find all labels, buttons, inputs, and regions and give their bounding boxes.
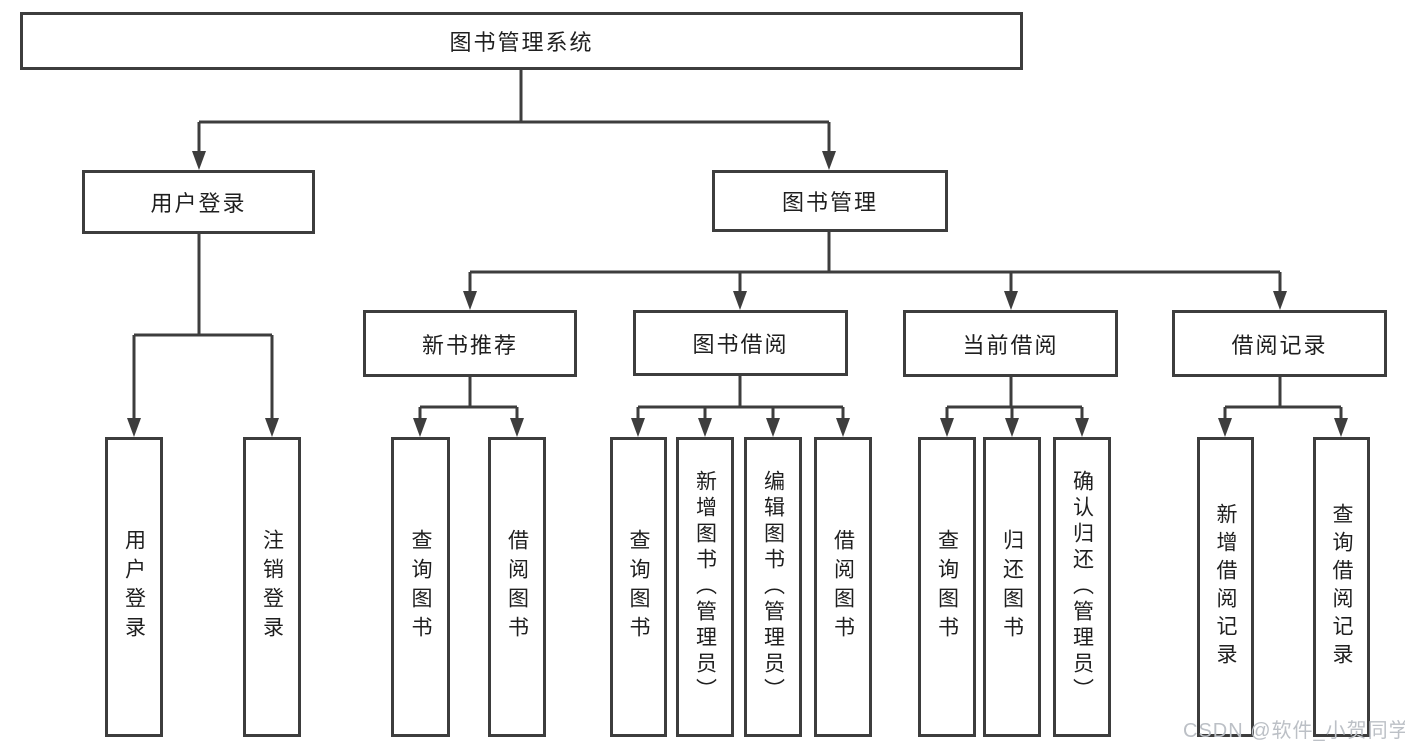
- leaf-query-book-3: 查询图书: [918, 437, 976, 737]
- leaf-query-book-2-label: 查询图书: [627, 529, 650, 645]
- leaf-query-book-2: 查询图书: [610, 437, 667, 737]
- leaf-borrow-book-2-label: 借阅图书: [831, 529, 855, 645]
- node-book-borrowing: 图书借阅: [633, 310, 848, 376]
- node-library-management-system: 图书管理系统: [20, 12, 1023, 70]
- leaf-add-book-admin: 新增图书（管理员）: [676, 437, 734, 737]
- leaf-query-book-1-label: 查询图书: [409, 529, 432, 645]
- leaf-user-login-label: 用户登录: [122, 529, 146, 645]
- leaf-edit-book-admin: 编辑图书（管理员）: [744, 437, 802, 737]
- leaf-add-borrow-record: 新增借阅记录: [1197, 437, 1254, 737]
- node-borrowing-records: 借阅记录: [1172, 310, 1387, 377]
- csdn-watermark: CSDN @软件_小贺同学: [1183, 720, 1405, 742]
- node-user-login: 用户登录: [82, 170, 315, 234]
- leaf-edit-book-admin-label: 编辑图书（管理员）: [761, 470, 785, 704]
- leaf-logout: 注销登录: [243, 437, 301, 737]
- leaf-confirm-return-admin-label: 确认归还（管理员）: [1070, 470, 1094, 704]
- leaf-query-book-3-label: 查询图书: [935, 529, 959, 645]
- node-new-book-recommendation: 新书推荐: [363, 310, 577, 377]
- leaf-user-login: 用户登录: [105, 437, 163, 737]
- node-current-borrowing: 当前借阅: [903, 310, 1118, 377]
- leaf-return-book: 归还图书: [983, 437, 1041, 737]
- leaf-logout-label: 注销登录: [260, 529, 284, 645]
- leaf-borrow-book-1: 借阅图书: [488, 437, 546, 737]
- leaf-confirm-return-admin: 确认归还（管理员）: [1053, 437, 1111, 737]
- leaf-borrow-book-2: 借阅图书: [814, 437, 872, 737]
- leaf-borrow-book-1-label: 借阅图书: [505, 529, 529, 645]
- node-book-management: 图书管理: [712, 170, 948, 232]
- leaf-add-borrow-record-label: 新增借阅记录: [1214, 503, 1237, 671]
- leaf-query-borrow-record: 查询借阅记录: [1313, 437, 1370, 737]
- leaf-query-book-1: 查询图书: [391, 437, 450, 737]
- leaf-return-book-label: 归还图书: [1000, 529, 1024, 645]
- leaf-add-book-admin-label: 新增图书（管理员）: [693, 470, 717, 704]
- leaf-query-borrow-record-label: 查询借阅记录: [1330, 503, 1353, 671]
